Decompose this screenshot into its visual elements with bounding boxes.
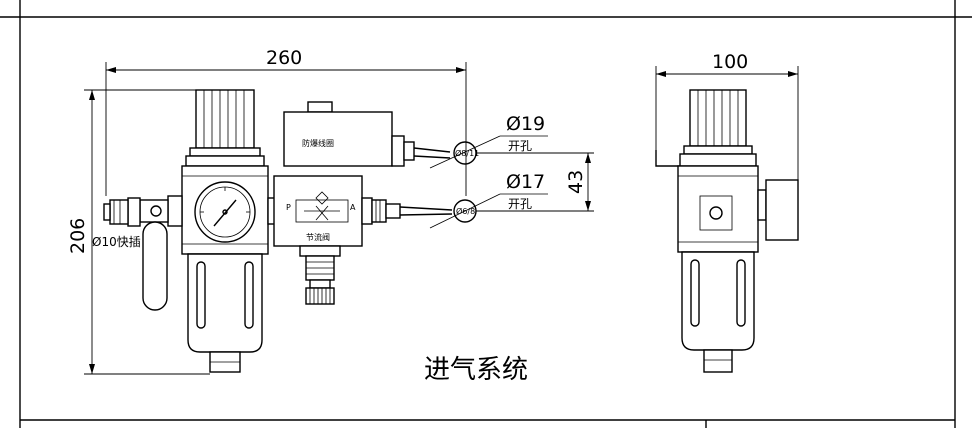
- throttle-valve-label: 节流阀: [306, 232, 330, 242]
- regulator-knob: [185, 89, 265, 167]
- overall-width-dim: 260: [266, 47, 302, 69]
- front-view: 防爆线圈 P A 节流阀: [92, 89, 548, 373]
- side-view: 100: [655, 51, 799, 373]
- outlet-fitting: [361, 197, 453, 225]
- hole-callouts: Ø19 开孔 Ø17 开孔: [429, 113, 548, 229]
- ball-valve-assembly: [103, 195, 183, 311]
- port-p-label: P: [286, 203, 291, 212]
- overall-height-dim: 206: [67, 218, 89, 254]
- filter-bowl: [187, 253, 263, 373]
- port-spacing-dim: 43: [565, 170, 587, 194]
- lower-port-note: 开孔: [508, 197, 532, 211]
- upper-fitting-code: Ø8/11: [455, 148, 479, 158]
- pressure-gauge: [194, 181, 256, 243]
- upper-port-diameter: Ø19: [506, 113, 545, 135]
- drawing-title: 进气系统: [424, 355, 528, 385]
- lower-port-diameter: Ø17: [506, 171, 545, 193]
- front-dimensions: 260 206 43: [67, 47, 594, 375]
- port-a-label: A: [350, 203, 356, 212]
- quick-fitting-label: Ø10快插: [92, 235, 141, 249]
- throttle-valve: P A 节流阀: [273, 175, 363, 305]
- upper-port-note: 开孔: [508, 139, 532, 153]
- solenoid-coil: 防爆线圈: [283, 101, 451, 167]
- side-width-dim: 100: [712, 51, 748, 73]
- coil-label: 防爆线圈: [302, 138, 334, 148]
